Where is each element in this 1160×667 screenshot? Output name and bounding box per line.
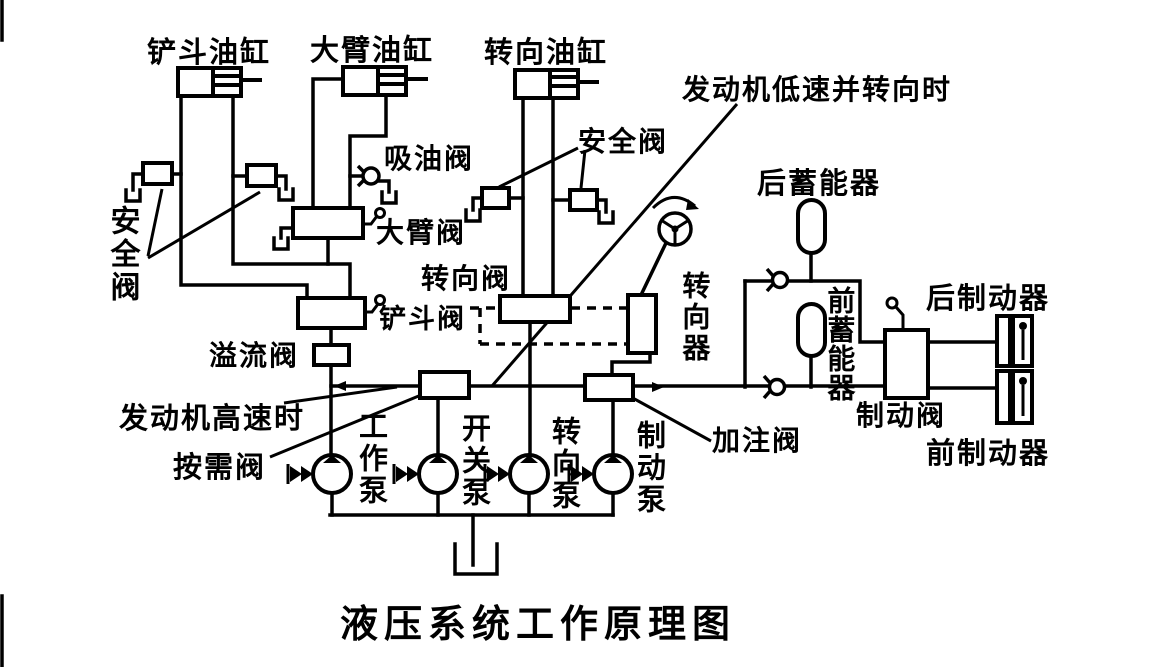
steering-column-line [638, 240, 669, 298]
steering-wheel-symbol [651, 196, 699, 247]
steering-gear-symbol [626, 293, 658, 355]
leader-fill-valve [619, 389, 712, 443]
boom-cylinder-symbol [341, 65, 428, 97]
label-brake-valve: 制动阀 [856, 399, 947, 432]
check-valve-top [765, 267, 790, 293]
safety1-drain [124, 172, 145, 203]
label-engine-low-speed: 发动机低速并转向时 [682, 73, 953, 106]
label-switch-pump: 开关泵 [457, 413, 492, 509]
label-bucket-cylinder: 铲斗油缸 [147, 35, 272, 69]
brake-pump-symbol [567, 453, 634, 495]
front-brake-symbol [995, 369, 1034, 425]
check-valve-bottom [762, 374, 787, 400]
flow-arrow-right [652, 382, 664, 392]
safety-valve-left-1-symbol [141, 161, 174, 186]
rear-brake-symbol [995, 314, 1034, 368]
diagram-title: 液压系统工作原理图 [340, 602, 737, 646]
steering-cylinder-pipes [521, 96, 555, 298]
boom-valve-symbol [291, 206, 365, 240]
boom-cylinder-left-pipe [311, 77, 345, 210]
boom-cylinder-right-pipe [348, 93, 388, 210]
steering-cylinder-symbol [513, 68, 599, 100]
flow-arrow-left [334, 381, 346, 391]
brake-valve-output-pipes [926, 340, 999, 390]
bucket-cylinder-right-pipe [231, 94, 352, 300]
steering-gear-link-pipe [610, 351, 652, 377]
leader-demand-valve [269, 391, 427, 459]
fill-valve-symbol [583, 373, 635, 402]
label-front-brake: 前制动器 [926, 436, 1051, 470]
safety4-drain [595, 198, 615, 225]
rotation-arrow-head [686, 199, 699, 210]
label-steering-gear: 转向器 [678, 271, 712, 364]
leader-safety-top-2 [579, 149, 587, 189]
safety2-drain [274, 174, 295, 202]
label-boom-valve: 大臂阀 [376, 216, 467, 249]
suction-check-valve-symbol [356, 164, 381, 188]
pump-symbols [286, 453, 634, 495]
label-steering-cylinder: 转向油缸 [484, 35, 609, 69]
tank-symbol [453, 542, 499, 576]
relief-valve-symbol [312, 343, 351, 367]
label-boom-cylinder: 大臂油缸 [310, 33, 435, 67]
leader-engine-high-speed [283, 385, 398, 405]
bucket-cylinder-left-pipe [179, 94, 309, 300]
rear-accumulator-symbol [796, 198, 827, 255]
safety-valve-steer-1-symbol [480, 186, 511, 210]
rear-accumulator-line [743, 279, 887, 344]
leader-safety-left-2 [147, 190, 261, 260]
bucket-valve-lever [365, 294, 386, 314]
brake-valve-symbol [883, 328, 930, 400]
leader-safety-top-1 [498, 146, 579, 189]
label-steering-pump: 转向泵 [547, 416, 582, 512]
label-safety-valve-left: 安全阀 [104, 205, 140, 304]
label-demand-valve: 按需阀 [173, 450, 267, 484]
label-safety-valve-top: 安全阀 [578, 125, 669, 158]
bucket-valve-symbol [296, 296, 367, 330]
switch-pump-symbol [392, 453, 459, 495]
leader-safety-left-1 [146, 188, 164, 257]
demand-valve-symbol [418, 370, 471, 400]
bucket-cylinder-symbol [176, 66, 262, 98]
steering-pump-symbol [483, 453, 550, 495]
safety-valve-left-2-symbol [245, 163, 278, 188]
brake-valve-lever [885, 296, 905, 330]
work-pump-symbol [286, 453, 353, 495]
boom-valve-drain [272, 226, 295, 251]
label-fill-valve: 加注阀 [712, 424, 803, 457]
label-rear-accumulator: 后蓄能器 [757, 166, 882, 200]
leader-engine-low-speed [490, 103, 739, 387]
label-suction-valve: 吸油阀 [384, 142, 475, 175]
boom-valve-lever [363, 207, 386, 226]
label-brake-pump: 制动泵 [632, 420, 667, 516]
label-front-accumulator: 前蓄能器 [823, 286, 857, 402]
label-rear-brake: 后制动器 [926, 281, 1051, 315]
label-bucket-valve: 铲斗阀 [379, 304, 466, 335]
suction-valve-drain [377, 179, 398, 205]
label-engine-high-speed: 发动机高速时 [119, 401, 306, 435]
safety-valve-steer-2-symbol [568, 188, 599, 212]
front-accumulator-symbol [796, 302, 827, 358]
label-steering-valve: 转向阀 [421, 262, 512, 295]
pump-bottom-pipes [330, 490, 615, 517]
label-relief-valve: 溢流阀 [209, 339, 300, 372]
safety3-drain [464, 196, 484, 223]
label-work-pump: 工作泵 [354, 411, 389, 507]
steering-valve-symbol [498, 294, 572, 324]
